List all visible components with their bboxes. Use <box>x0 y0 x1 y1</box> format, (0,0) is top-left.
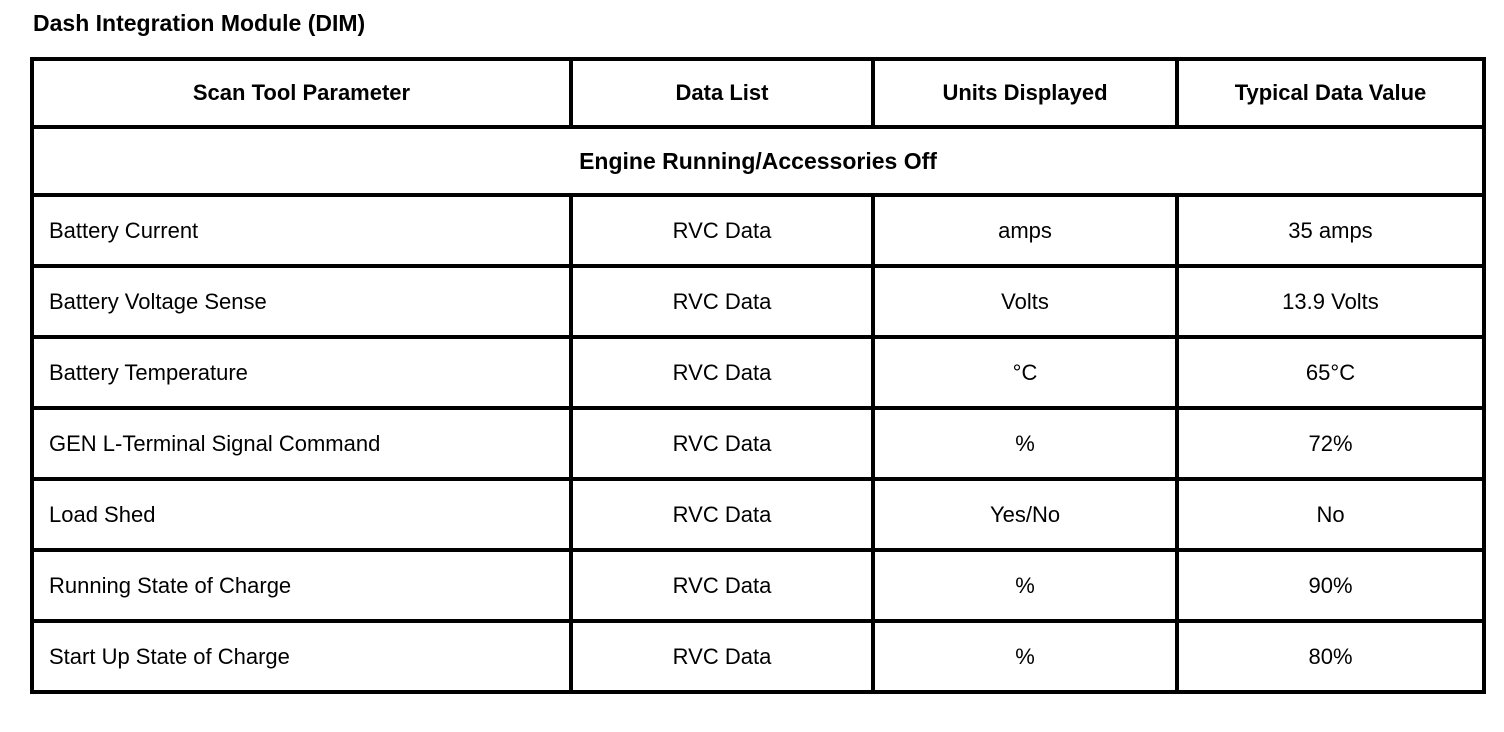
cell-typical-data-value: 35 amps <box>1175 193 1486 268</box>
cell-units-displayed: Yes/No <box>871 477 1179 552</box>
cell-data-list: RVC Data <box>569 193 875 268</box>
cell-scan-tool-parameter: Start Up State of Charge <box>30 619 573 694</box>
cell-data-list: RVC Data <box>569 619 875 694</box>
cell-units-displayed: % <box>871 548 1179 623</box>
cell-data-list: RVC Data <box>569 406 875 481</box>
cell-data-list: RVC Data <box>569 264 875 339</box>
cell-scan-tool-parameter: GEN L-Terminal Signal Command <box>30 406 573 481</box>
cell-scan-tool-parameter: Load Shed <box>30 477 573 552</box>
cell-units-displayed: °C <box>871 335 1179 410</box>
cell-typical-data-value: 65°C <box>1175 335 1486 410</box>
cell-typical-data-value: 13.9 Volts <box>1175 264 1486 339</box>
dim-data-table: Scan Tool Parameter Data List Units Disp… <box>30 57 1486 694</box>
column-header-units-displayed: Units Displayed <box>871 57 1179 129</box>
section-header-label: Engine Running/Accessories Off <box>30 125 1486 197</box>
cell-typical-data-value: 90% <box>1175 548 1486 623</box>
column-header-data-list: Data List <box>569 57 875 129</box>
cell-scan-tool-parameter: Battery Current <box>30 193 573 268</box>
cell-typical-data-value: 80% <box>1175 619 1486 694</box>
cell-units-displayed: amps <box>871 193 1179 268</box>
cell-scan-tool-parameter: Running State of Charge <box>30 548 573 623</box>
cell-units-displayed: Volts <box>871 264 1179 339</box>
page-title: Dash Integration Module (DIM) <box>33 10 366 36</box>
cell-units-displayed: % <box>871 619 1179 694</box>
section-header-row: Engine Running/Accessories Off <box>30 125 1486 197</box>
cell-scan-tool-parameter: Battery Voltage Sense <box>30 264 573 339</box>
cell-units-displayed: % <box>871 406 1179 481</box>
column-header-scan-tool-parameter: Scan Tool Parameter <box>30 57 573 129</box>
table-header-row: Scan Tool Parameter Data List Units Disp… <box>30 57 1486 129</box>
cell-data-list: RVC Data <box>569 477 875 552</box>
cell-scan-tool-parameter: Battery Temperature <box>30 335 573 410</box>
cell-data-list: RVC Data <box>569 335 875 410</box>
cell-typical-data-value: No <box>1175 477 1486 552</box>
cell-typical-data-value: 72% <box>1175 406 1486 481</box>
cell-data-list: RVC Data <box>569 548 875 623</box>
column-header-typical-data-value: Typical Data Value <box>1175 57 1486 129</box>
